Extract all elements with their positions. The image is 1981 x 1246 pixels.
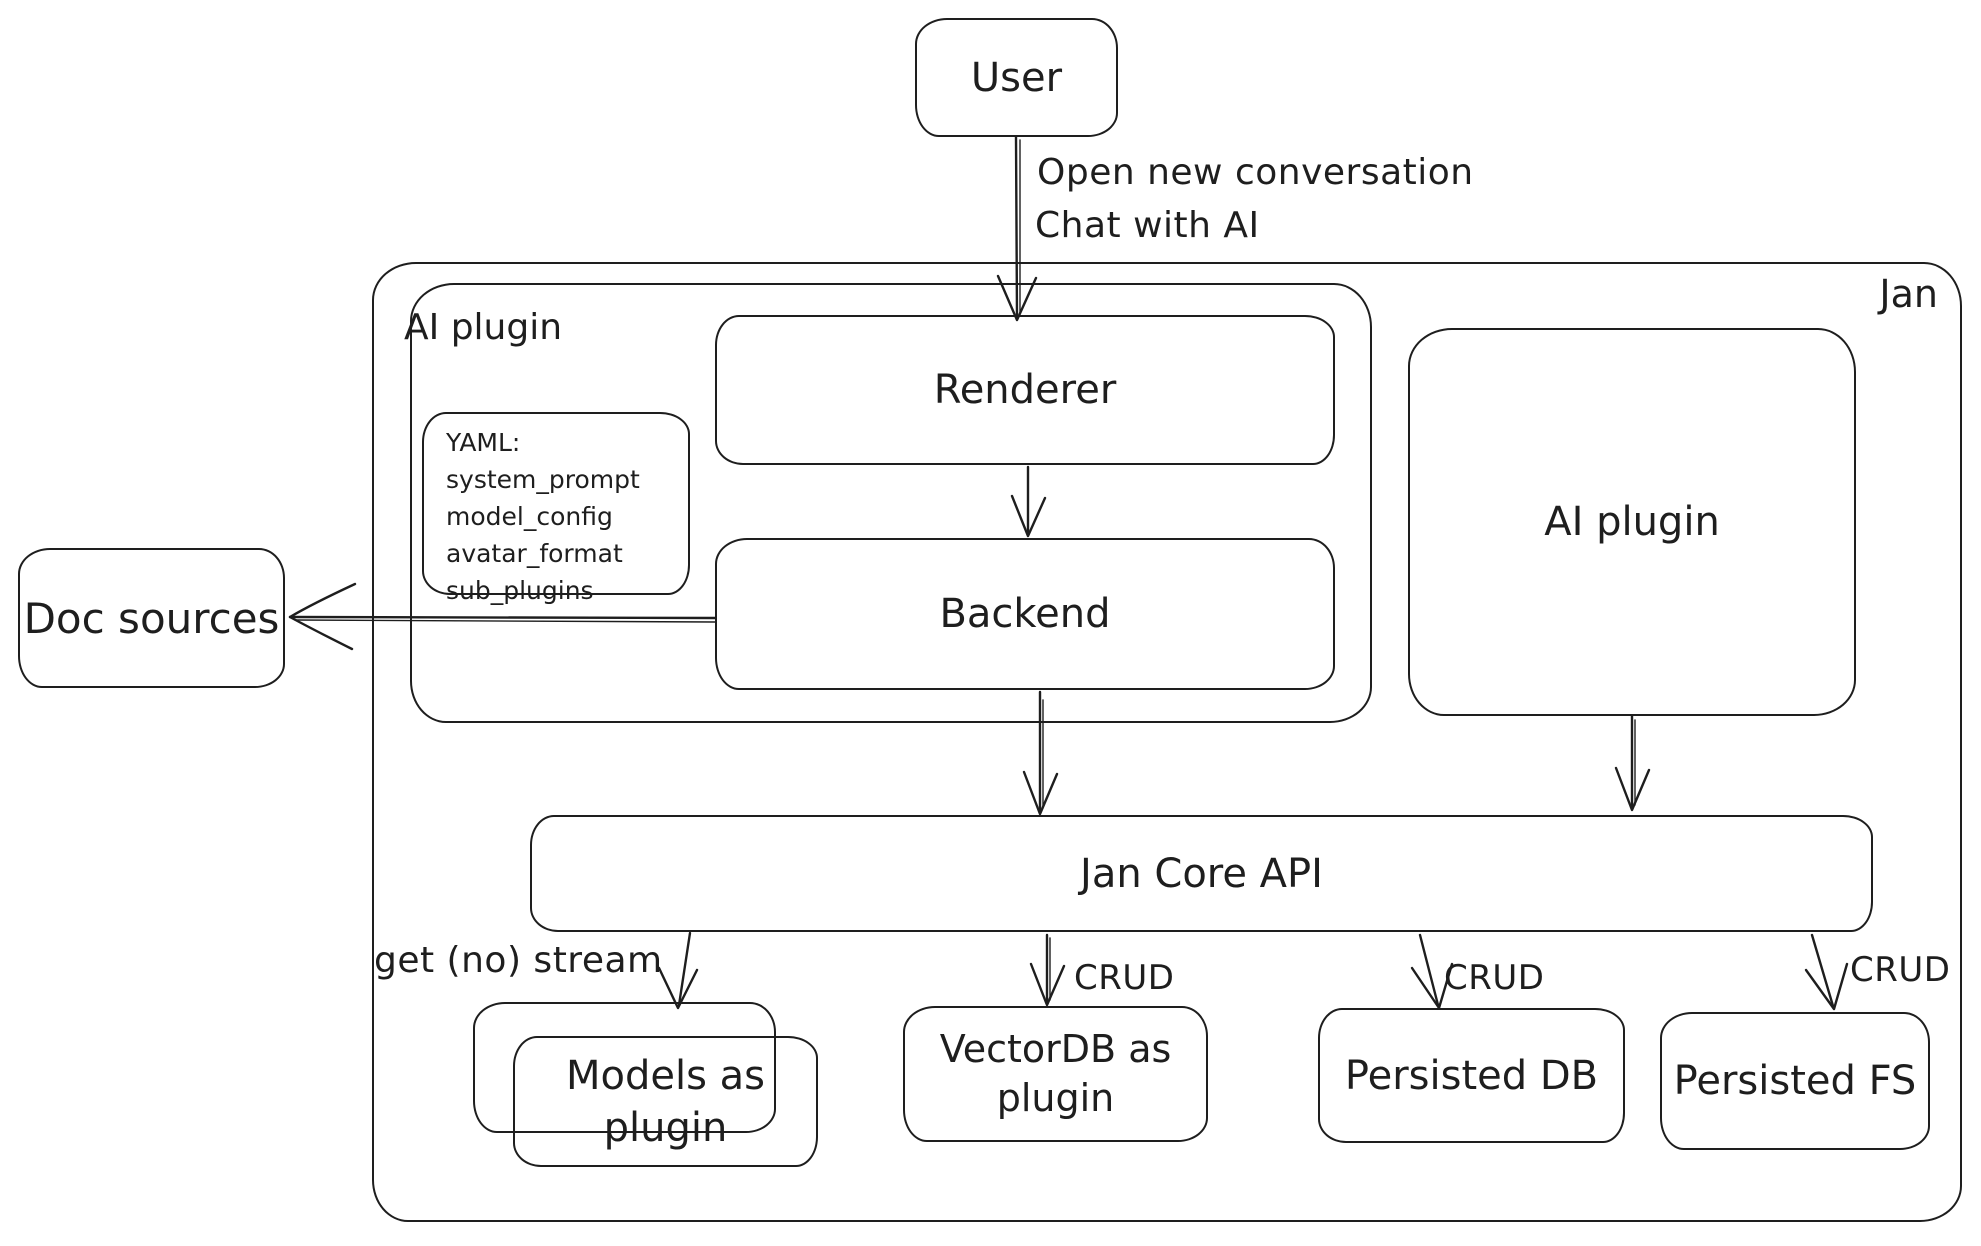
yaml-line: YAML:: [446, 428, 521, 457]
jan-label: Jan: [1879, 272, 1938, 316]
edge-label-crud-vectordb: CRUD: [1074, 958, 1175, 998]
arrow-core-api-to-models: [657, 931, 699, 1010]
vectordb-plugin-node: VectorDB as plugin: [903, 1006, 1208, 1142]
arrow-aiplugin-right-to-core-api: [1614, 714, 1651, 812]
backend-node: Backend: [715, 538, 1335, 690]
jan-core-api-label: Jan Core API: [1080, 850, 1323, 897]
backend-label: Backend: [939, 591, 1111, 637]
persisted-fs-node: Persisted FS: [1660, 1012, 1930, 1150]
arrow-backend-to-core-api: [1022, 690, 1059, 816]
yaml-line: system_prompt: [446, 465, 640, 494]
yaml-line: avatar_format: [446, 539, 623, 568]
persisted-db-node: Persisted DB: [1318, 1008, 1625, 1143]
jan-core-api-node: Jan Core API: [530, 815, 1873, 932]
arrow-core-api-to-vectordb: [1029, 933, 1066, 1007]
ai-plugin-group: AI plugin: [404, 283, 1372, 723]
edge-label-open-conversation: Open new conversation: [1037, 152, 1474, 193]
doc-sources-label: Doc sources: [23, 593, 280, 643]
edge-label-crud-persisted-fs: CRUD: [1850, 950, 1951, 990]
user-node: User: [915, 18, 1118, 137]
models-plugin-label: Models as plugin: [565, 1052, 765, 1151]
yaml-line: sub_plugins: [446, 576, 594, 605]
doc-sources-node: Doc sources: [18, 548, 285, 688]
user-label: User: [970, 54, 1063, 101]
renderer-node: Renderer: [715, 315, 1335, 465]
models-plugin-node-back: [473, 1002, 776, 1133]
ai-plugin-right-label: AI plugin: [1544, 499, 1720, 545]
edge-label-chat-with-ai: Chat with AI: [1035, 205, 1260, 246]
arrow-renderer-to-backend: [1010, 465, 1047, 538]
arrow-core-api-to-persisted-fs: [1804, 933, 1849, 1011]
persisted-db-label: Persisted DB: [1344, 1052, 1599, 1099]
yaml-note: YAML: system_prompt model_config avatar_…: [422, 412, 690, 605]
arrow-user-to-renderer: [996, 135, 1038, 322]
jan-container: Jan: [372, 262, 1962, 1222]
edge-label-crud-persisted-db: CRUD: [1444, 958, 1545, 998]
vectordb-plugin-label: VectorDB as plugin: [939, 1026, 1172, 1120]
renderer-label: Renderer: [933, 367, 1117, 413]
persisted-fs-label: Persisted FS: [1673, 1058, 1917, 1104]
edge-label-get-no-stream: get (no) stream: [374, 940, 663, 981]
ai-plugin-right-node: AI plugin: [1408, 328, 1856, 716]
yaml-note-lines: YAML: system_prompt model_config avatar_…: [446, 424, 640, 609]
ai-plugin-group-label: AI plugin: [404, 307, 563, 348]
arrow-backend-to-doc-sources: [288, 582, 717, 651]
models-plugin-node: Models as plugin: [513, 1036, 818, 1167]
yaml-line: model_config: [446, 502, 613, 531]
